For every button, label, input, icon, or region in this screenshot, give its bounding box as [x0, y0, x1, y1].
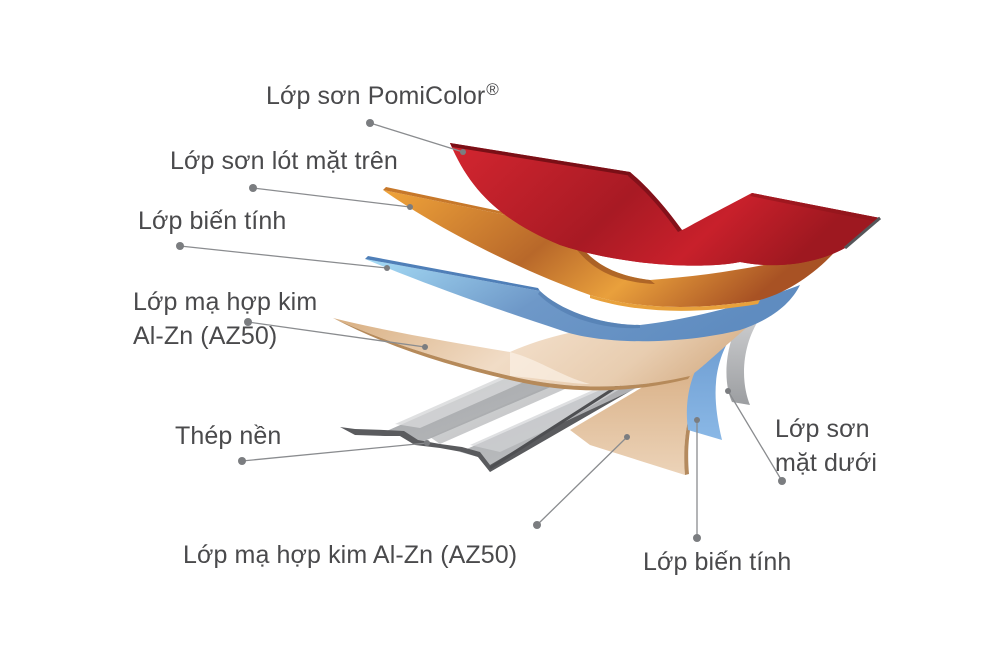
- pomicolor-layer: [450, 143, 881, 266]
- label-alzn-bottom: Lớp mạ hợp kim Al-Zn (AZ50): [183, 541, 518, 569]
- leader-lines: [179, 122, 783, 538]
- label-steel-base: Thép nền: [175, 422, 282, 450]
- leader-dots: [176, 119, 786, 542]
- pretreat-bottom-drop: [686, 330, 735, 440]
- label-alzn-top: Lớp mạ hợp kim Al-Zn (AZ50): [133, 285, 317, 353]
- leader-alzn-bottom: [536, 436, 628, 526]
- label-pretreat-bottom: Lớp biến tính: [643, 548, 792, 576]
- pretreat-top-layer: [365, 256, 800, 342]
- leader-steel-base: [241, 442, 428, 462]
- leader-pretreat-top: [179, 245, 388, 269]
- label-pretreat-top: Lớp biến tính: [138, 207, 287, 235]
- leader-primer-top: [252, 187, 411, 208]
- label-alzn-top-line1: Lớp mạ hợp kim: [133, 288, 318, 316]
- leader-alzn-top: [247, 321, 426, 348]
- label-backcoat-line2: mặt dưới: [775, 449, 878, 477]
- label-pomicolor-text: Lớp sơn PomiColor: [266, 82, 486, 110]
- label-pomicolor: Lớp sơn PomiColor®: [266, 80, 499, 112]
- label-primer-top: Lớp sơn lót mặt trên: [170, 147, 398, 175]
- label-backcoat: Lớp sơn mặt dưới: [775, 412, 877, 480]
- registered-mark: ®: [486, 80, 499, 99]
- leader-backcoat: [727, 390, 783, 482]
- leader-pomicolor: [369, 122, 464, 153]
- label-backcoat-line1: Lớp sơn: [775, 415, 870, 443]
- label-alzn-top-line2: Al-Zn (AZ50): [133, 322, 278, 350]
